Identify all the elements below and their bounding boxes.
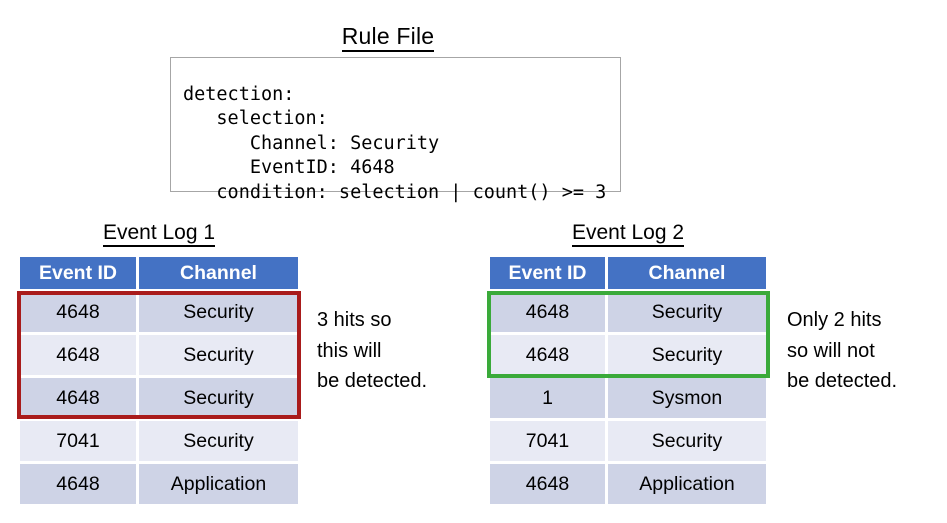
cell-event-id: 7041 [20, 421, 139, 464]
cell-event-id: 4648 [490, 335, 608, 378]
rule-file-code: detection: selection: Channel: Security … [183, 83, 607, 203]
event-log-2-title: Event Log 2 [490, 219, 766, 247]
column-header-channel: Channel [139, 257, 298, 292]
cell-event-id: 4648 [20, 464, 139, 504]
table-row: 4648 Security [20, 335, 298, 378]
cell-channel: Security [139, 421, 298, 464]
table-row: 7041 Security [490, 421, 766, 464]
event-log-1-table: Event ID Channel 4648 Security 4648 Secu… [20, 257, 298, 504]
cell-event-id: 4648 [490, 292, 608, 335]
rule-file-title: Rule File [0, 21, 776, 52]
table-row: 1 Sysmon [490, 378, 766, 421]
cell-event-id: 4648 [20, 378, 139, 421]
rule-file-box: detection: selection: Channel: Security … [170, 57, 621, 203]
column-header-event-id: Event ID [20, 257, 139, 292]
cell-channel: Security [139, 335, 298, 378]
event-log-2-title-text: Event Log 2 [571, 221, 685, 247]
table-row: 7041 Security [20, 421, 298, 464]
table-row: 4648 Security [490, 292, 766, 335]
table-header-row: Event ID Channel [490, 257, 766, 292]
table-row: 4648 Security [490, 335, 766, 378]
column-header-event-id: Event ID [490, 257, 608, 292]
event-log-1-annotation: 3 hits so this will be detected. [317, 309, 428, 392]
event-log-2-table: Event ID Channel 4648 Security 4648 Secu… [490, 257, 766, 504]
table-row: 4648 Application [20, 464, 298, 504]
cell-event-id: 1 [490, 378, 608, 421]
rule-file-title-text: Rule File [341, 23, 435, 52]
column-header-channel: Channel [608, 257, 766, 292]
event-log-2-annotation: Only 2 hits so will not be detected. [787, 309, 898, 392]
event-log-1-title-text: Event Log 1 [102, 221, 216, 247]
cell-channel: Sysmon [608, 378, 766, 421]
cell-channel: Security [139, 378, 298, 421]
cell-event-id: 4648 [20, 292, 139, 335]
table-row: 4648 Security [20, 378, 298, 421]
cell-channel: Security [608, 421, 766, 464]
cell-event-id: 4648 [20, 335, 139, 378]
cell-event-id: 4648 [490, 464, 608, 504]
cell-channel: Security [608, 335, 766, 378]
table-row: 4648 Application [490, 464, 766, 504]
cell-channel: Application [139, 464, 298, 504]
cell-channel: Security [139, 292, 298, 335]
event-log-1-title: Event Log 1 [20, 219, 298, 247]
cell-channel: Application [608, 464, 766, 504]
table-row: 4648 Security [20, 292, 298, 335]
cell-channel: Security [608, 292, 766, 335]
cell-event-id: 7041 [490, 421, 608, 464]
table-header-row: Event ID Channel [20, 257, 298, 292]
